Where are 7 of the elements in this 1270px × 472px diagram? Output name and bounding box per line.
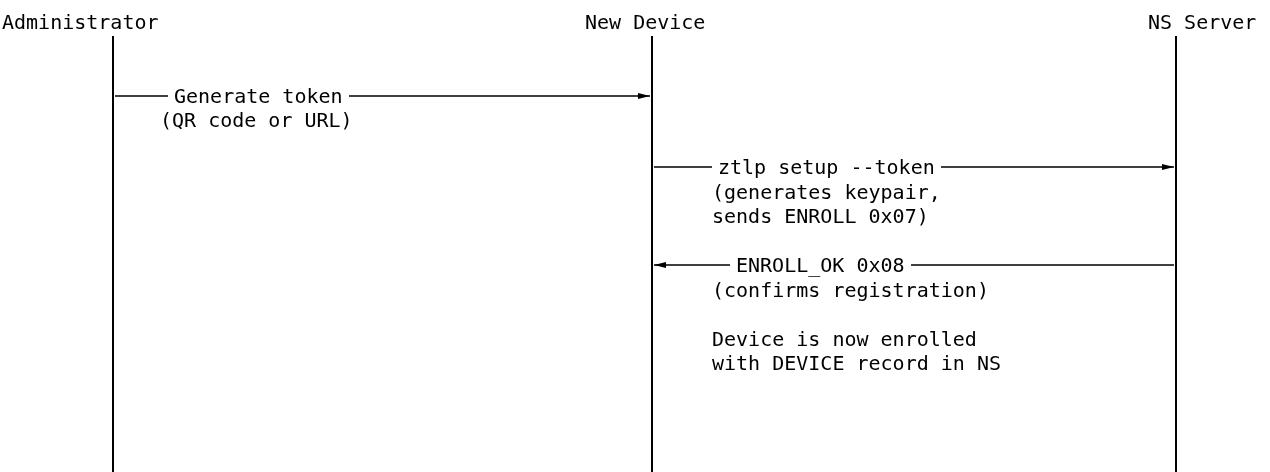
note-text: Device is now enrolled with DEVICE record in NS — [712, 327, 1002, 375]
note-text: (confirms registration) — [712, 278, 990, 302]
note-text: (QR code or URL) — [160, 108, 354, 132]
note-text: (generates keypair, sends ENROLL 0x07) — [712, 180, 942, 228]
participant-label: Administrator — [2, 10, 159, 34]
participant-label: NS Server — [1148, 10, 1257, 34]
participant-label: New Device — [585, 10, 706, 34]
